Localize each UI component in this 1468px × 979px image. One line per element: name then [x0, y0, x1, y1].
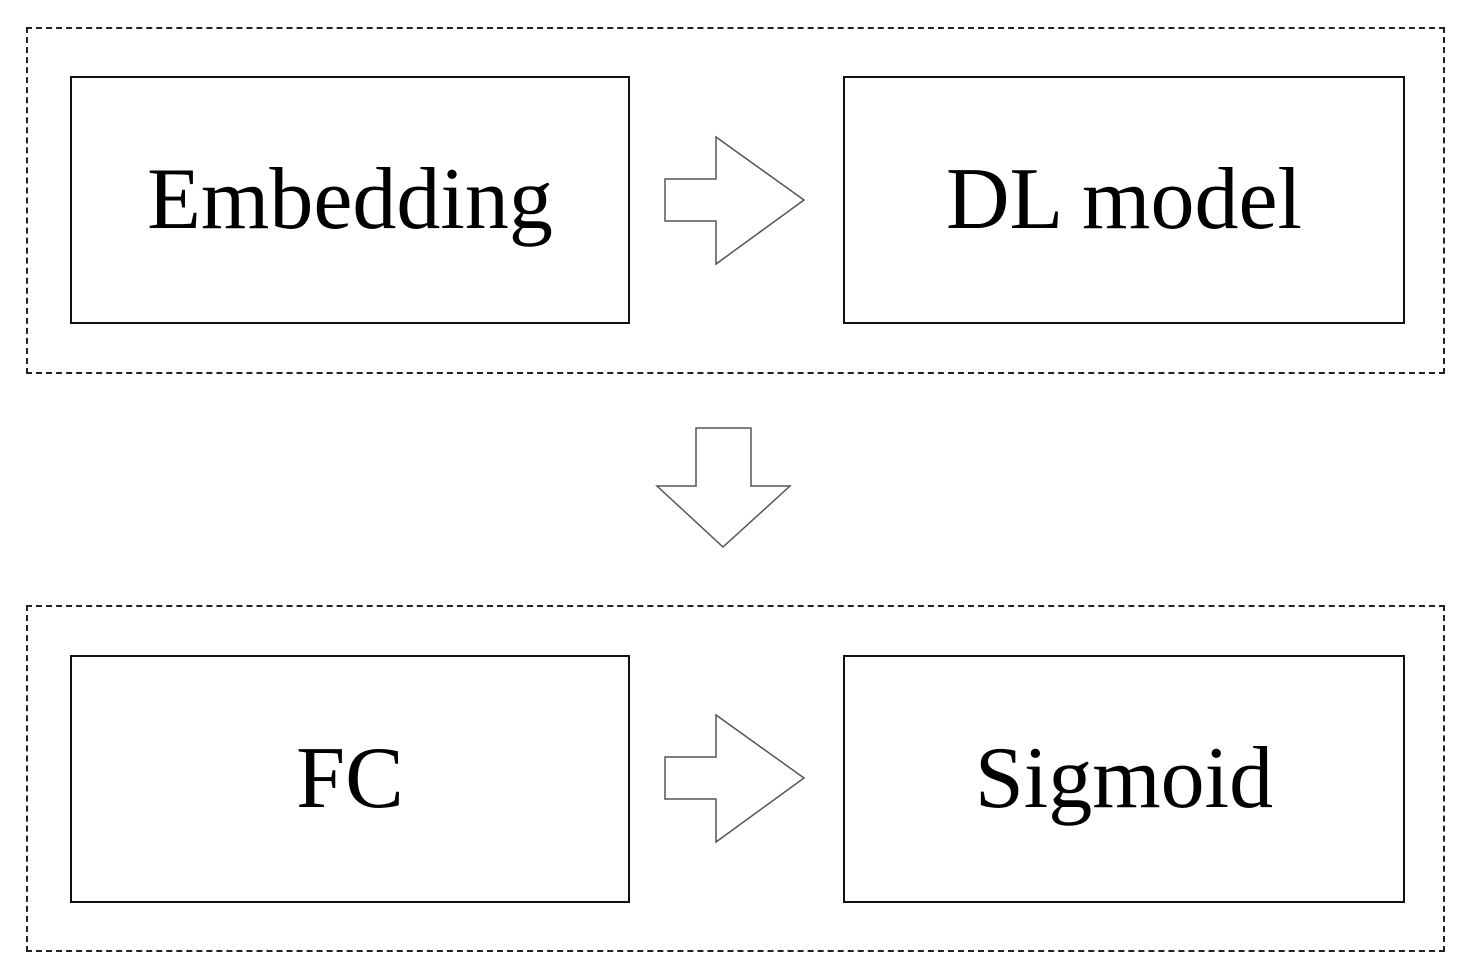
sigmoid-box: Sigmoid	[843, 655, 1405, 903]
fc-box: FC	[70, 655, 630, 903]
arrow-right-icon	[664, 135, 806, 266]
dl-model-label: DL model	[946, 151, 1302, 248]
embedding-label: Embedding	[147, 151, 553, 248]
fc-label: FC	[296, 730, 404, 827]
sigmoid-label: Sigmoid	[974, 730, 1274, 827]
arrow-right-icon	[664, 713, 806, 844]
group-fc-sigmoid	[26, 605, 1445, 952]
dl-model-box: DL model	[843, 76, 1405, 324]
arrow-down-icon	[655, 427, 792, 549]
embedding-box: Embedding	[70, 76, 630, 324]
group-embedding-dl	[26, 27, 1445, 374]
